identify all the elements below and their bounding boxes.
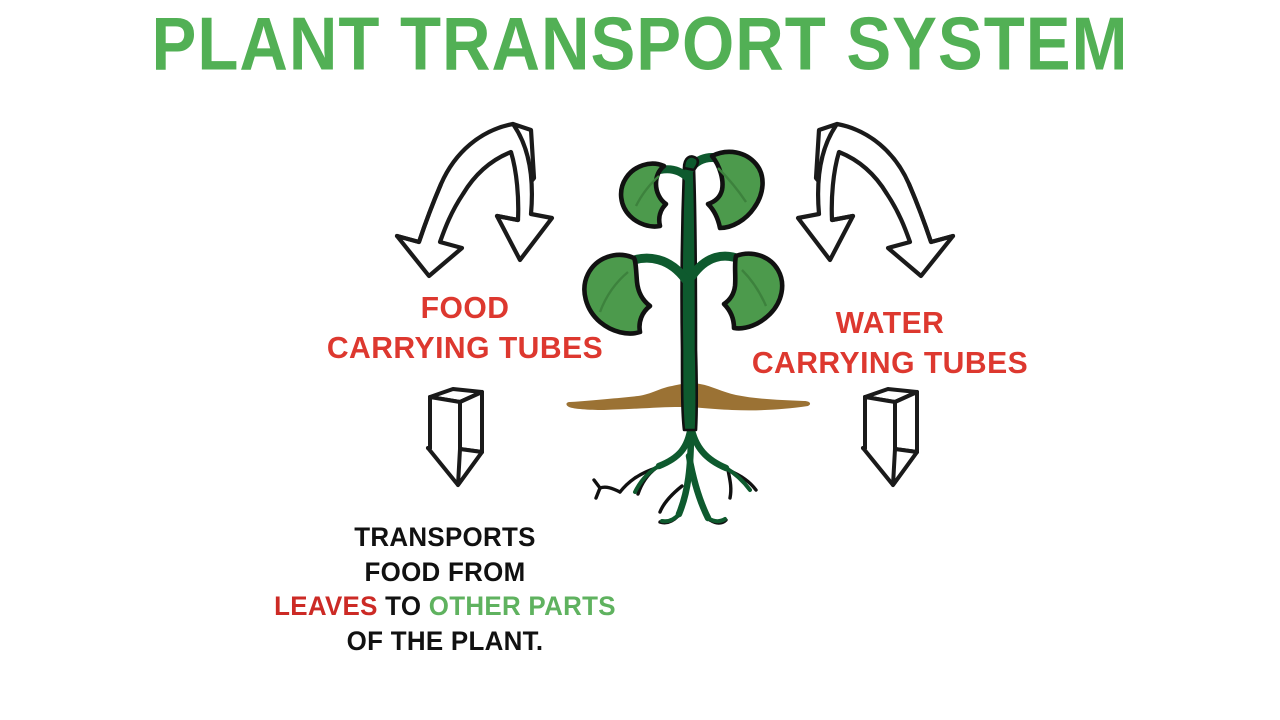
page-title: PLANT TRANSPORT SYSTEM	[151, 1, 1129, 86]
curved-arrow-down-left-icon	[394, 121, 555, 279]
label-water-line1: WATER	[835, 305, 945, 340]
description-highlight-leaves: LEAVES	[274, 591, 378, 622]
straight-arrow-down-left-icon	[426, 387, 484, 487]
description-line-3: LEAVES TO OTHER PARTS	[253, 589, 637, 624]
branch-upper-right	[684, 153, 723, 175]
leaf-lower-right-vein	[741, 269, 768, 307]
roots-fill	[655, 422, 730, 522]
straight-arrow-down-right-icon	[861, 387, 919, 487]
leaf-upper-right	[705, 149, 765, 231]
label-food-line2: CARRYING TUBES	[326, 329, 604, 365]
leaf-upper-left-vein	[634, 175, 660, 207]
description-line-2: FOOD FROM	[364, 556, 526, 587]
description-text: TRANSPORTS FOOD FROM LEAVES TO OTHER PAR…	[253, 520, 637, 658]
label-water-carrying-tubes: WATER CARRYING TUBES	[706, 303, 1075, 382]
leaf-upper-left	[618, 161, 669, 229]
stem	[680, 166, 699, 432]
leaf-upper-right-vein	[717, 167, 747, 203]
description-connector-to: TO	[377, 591, 429, 622]
description-line-1: TRANSPORTS	[354, 522, 536, 552]
branch-lower-left	[623, 253, 691, 285]
roots	[592, 428, 758, 525]
stem-top	[682, 155, 700, 172]
curved-arrow-down-right-icon	[795, 121, 956, 279]
description-highlight-other-parts: OTHER PARTS	[428, 591, 616, 622]
branch-upper-left	[656, 165, 692, 182]
root-tips	[633, 464, 752, 524]
label-water-line2: CARRYING TUBES	[751, 344, 1029, 380]
label-food-carrying-tubes: FOOD CARRYING TUBES	[290, 288, 639, 367]
description-line-4: OF THE PLANT.	[346, 625, 544, 656]
branch-lower-right	[687, 251, 747, 281]
soil	[566, 383, 811, 411]
label-food-line1: FOOD	[420, 290, 510, 325]
